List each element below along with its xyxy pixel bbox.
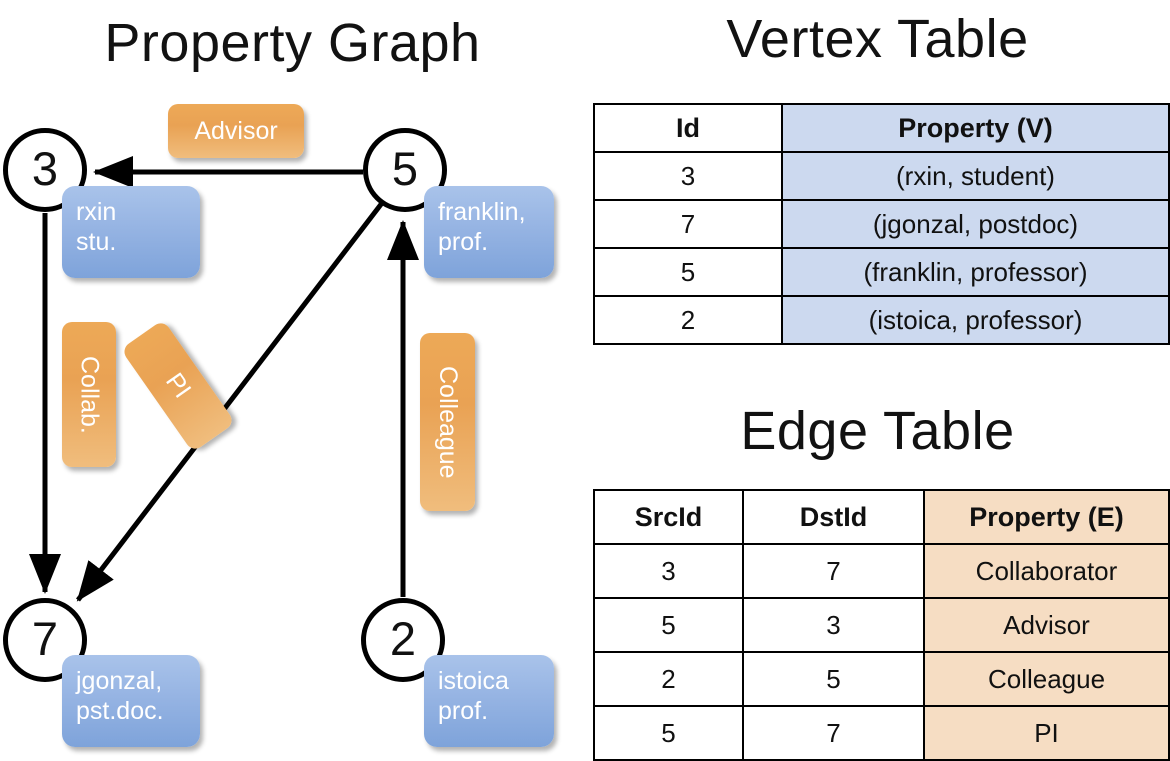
edge-table-header-dstid: DstId	[742, 489, 925, 545]
graph-node-3-property-box[interactable]: rxin stu.	[62, 186, 200, 278]
graph-node-7-property-line1: jgonzal,	[76, 667, 163, 695]
graph-node-7-id: 7	[31, 611, 59, 665]
graph-node-2-property-box[interactable]: istoica prof.	[424, 655, 554, 747]
graph-node-7-property-box[interactable]: jgonzal, pst.doc.	[62, 655, 200, 747]
edge-table-header-row: SrcId DstId Property (E)	[593, 489, 1170, 545]
vertex-cell-property: (jgonzal, postdoc)	[781, 199, 1170, 249]
graph-node-2-property-line1: istoica	[438, 667, 509, 695]
edge-cell-srcid: 5	[593, 705, 744, 761]
page-title-edge-table: Edge Table	[740, 401, 1015, 461]
edge-cell-srcid: 3	[593, 543, 744, 599]
table-row[interactable]: 5 (franklin, professor)	[593, 247, 1170, 297]
edge-cell-dstid: 5	[742, 651, 925, 707]
graph-node-2[interactable]: 2	[361, 598, 445, 682]
graph-node-3-id: 3	[31, 141, 59, 195]
page-title-property-graph: Property Graph	[104, 13, 481, 73]
table-row[interactable]: 3 (rxin, student)	[593, 151, 1170, 201]
edge-label-advisor[interactable]: Advisor	[168, 104, 304, 158]
table-row[interactable]: 5 3 Advisor	[593, 597, 1170, 653]
vertex-cell-id: 3	[593, 151, 783, 201]
graph-node-5-property-line2: prof.	[438, 227, 489, 256]
table-row[interactable]: 2 5 Colleague	[593, 651, 1170, 707]
graph-node-2-property-line2: prof.	[438, 696, 489, 725]
edge-cell-property: Colleague	[923, 651, 1170, 707]
table-row[interactable]: 2 (istoica, professor)	[593, 295, 1170, 345]
vertex-table: Id Property (V) 3 (rxin, student) 7 (jgo…	[593, 103, 1170, 345]
edge-line-5-to-7	[76, 201, 384, 602]
edge-cell-srcid: 2	[593, 651, 744, 707]
edge-cell-srcid: 5	[593, 597, 744, 653]
graph-node-3-property-line1: rxin	[76, 198, 117, 226]
edge-label-collab-text: Collab.	[75, 355, 104, 434]
graph-node-2-id: 2	[389, 611, 417, 665]
edge-cell-dstid: 7	[742, 543, 925, 599]
graph-node-3-property-line2: stu.	[76, 227, 117, 256]
graph-node-5-id: 5	[391, 141, 419, 195]
vertex-cell-property: (istoica, professor)	[781, 295, 1170, 345]
vertex-cell-property: (rxin, student)	[781, 151, 1170, 201]
edge-cell-property: Advisor	[923, 597, 1170, 653]
edge-cell-dstid: 3	[742, 597, 925, 653]
vertex-table-header-row: Id Property (V)	[593, 103, 1170, 153]
edge-label-colleague[interactable]: Colleague	[420, 333, 475, 511]
vertex-cell-id: 5	[593, 247, 783, 297]
vertex-table-header-property: Property (V)	[781, 103, 1170, 153]
edge-cell-dstid: 7	[742, 705, 925, 761]
edge-label-collab[interactable]: Collab.	[62, 322, 116, 467]
graph-node-7-property-line2: pst.doc.	[76, 696, 164, 725]
edge-label-colleague-text: Colleague	[434, 365, 462, 479]
property-graph-diagram: Advisor Collab. PI Colleague 3 5 7 2 rxi…	[0, 0, 585, 760]
table-row[interactable]: 3 7 Collaborator	[593, 543, 1170, 599]
edge-label-pi-text: PI	[160, 368, 197, 404]
vertex-cell-property: (franklin, professor)	[781, 247, 1170, 297]
table-row[interactable]: 7 (jgonzal, postdoc)	[593, 199, 1170, 249]
edge-label-advisor-text: Advisor	[194, 116, 278, 145]
edge-table-header-property: Property (E)	[923, 489, 1170, 545]
vertex-table-header-id: Id	[593, 103, 783, 153]
page-title-vertex-table: Vertex Table	[726, 9, 1029, 69]
edge-cell-property: Collaborator	[923, 543, 1170, 599]
graph-edge-lines	[29, 156, 419, 602]
table-row[interactable]: 5 7 PI	[593, 705, 1170, 761]
graph-node-5[interactable]: 5	[363, 128, 447, 212]
vertex-cell-id: 7	[593, 199, 783, 249]
edge-table: SrcId DstId Property (E) 3 7 Collaborato…	[593, 489, 1170, 761]
vertex-cell-id: 2	[593, 295, 783, 345]
edge-table-header-srcid: SrcId	[593, 489, 744, 545]
graph-node-5-property-box[interactable]: franklin, prof.	[424, 186, 554, 278]
graph-node-5-property-line1: franklin,	[438, 198, 526, 226]
edge-cell-property: PI	[923, 705, 1170, 761]
